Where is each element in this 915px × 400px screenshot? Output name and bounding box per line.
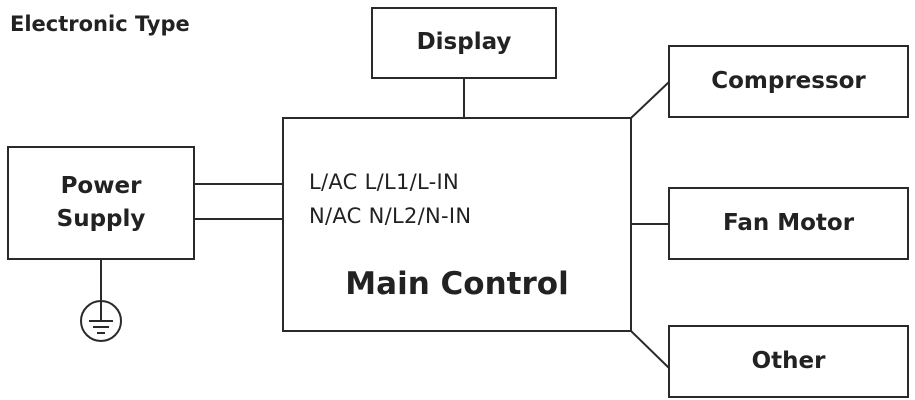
- line-terminal-label: L/AC L/L1/L-IN: [309, 170, 460, 194]
- compressor-box: Compressor: [668, 45, 909, 118]
- display-label: Display: [416, 29, 512, 56]
- power-supply-label-line-2: Supply: [56, 206, 146, 232]
- compressor-label: Compressor: [711, 67, 866, 94]
- power-supply-label-line-1: Power: [60, 172, 142, 199]
- ground-icon: [80, 300, 122, 342]
- compressor-link: [630, 81, 670, 119]
- other-label: Other: [751, 347, 826, 374]
- diagram-title: Electronic Type: [10, 12, 190, 36]
- main-control-box: [282, 117, 632, 332]
- fan-motor-box: Fan Motor: [668, 187, 909, 260]
- other-link: [630, 330, 670, 369]
- other-box: Other: [668, 325, 909, 398]
- display-box: Display: [371, 7, 557, 79]
- power-supply-box: Power Supply: [7, 146, 195, 260]
- neutral-terminal-label: N/AC N/L2/N-IN: [309, 204, 472, 228]
- power-supply-label: Power Supply: [9, 148, 193, 258]
- main-control-label: Main Control: [345, 266, 569, 302]
- fan-motor-label: Fan Motor: [722, 209, 855, 236]
